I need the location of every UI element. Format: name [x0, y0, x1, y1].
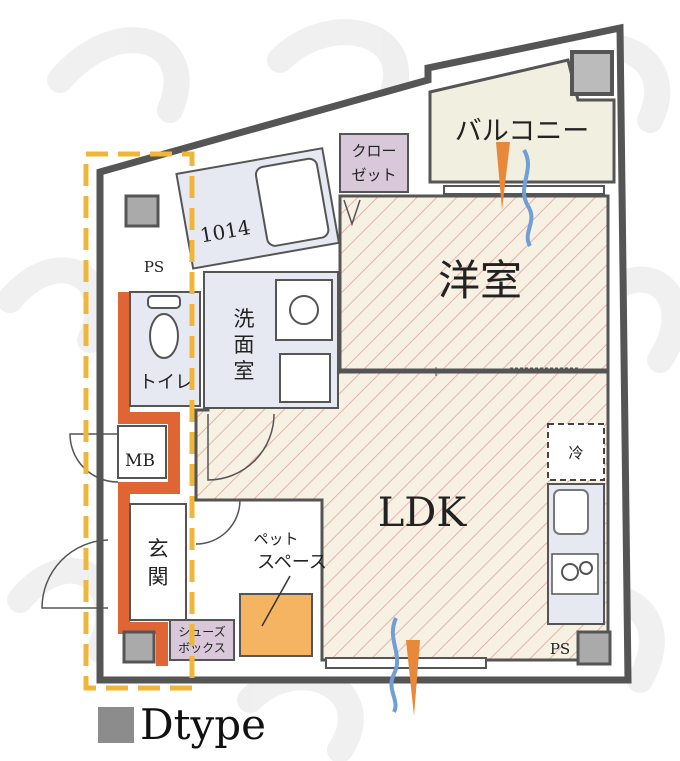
burner-icon [579, 561, 593, 575]
entrance-label-1: 玄 [148, 537, 169, 561]
ps-top-square [124, 194, 160, 228]
ldk-floor [194, 370, 610, 662]
closet [339, 133, 409, 193]
balcony [428, 58, 616, 184]
pet-space-label-1: ペット [253, 530, 298, 548]
burner-icon [561, 563, 579, 581]
legend-label: Dtype [140, 700, 267, 749]
mb-label: MB [125, 451, 155, 471]
ldk-window [325, 657, 487, 669]
pet-door-swing [195, 499, 241, 545]
highlight-frame [83, 151, 195, 691]
front-door-swing [41, 539, 109, 609]
ldk-label: LDK [378, 490, 468, 536]
bathtub-icon [254, 157, 330, 247]
pet-space-label-2: スペース [257, 552, 327, 573]
bathroom: 1014 [175, 147, 341, 270]
closet-label-2: ゼット [351, 166, 396, 184]
balcony-ps-square [570, 50, 614, 96]
ps-left-square [122, 630, 156, 664]
vent-blue-icon [389, 617, 400, 713]
pet-space-leader [261, 575, 291, 627]
ps-bottom-label: PS [550, 640, 570, 658]
washing-drum-icon [289, 295, 319, 325]
shoe-box [169, 619, 235, 661]
washing-machine-icon [275, 279, 333, 341]
orange-wall [118, 292, 180, 666]
shoe-box-label-1: シューズ [178, 624, 225, 639]
fridge-label: 冷 [568, 444, 583, 462]
ldk-door-swing [207, 413, 275, 481]
washroom-label-1: 洗 [234, 307, 255, 331]
vent-orange-icon [406, 640, 420, 716]
sink-icon [553, 489, 589, 535]
ps-top-label: PS [144, 258, 164, 276]
closet-label-1: クロー [351, 142, 396, 160]
stove-icon [551, 553, 599, 595]
fridge-space [547, 423, 605, 481]
entrance-label-2: 関 [148, 565, 169, 589]
vent-orange-icon [496, 142, 510, 210]
washroom-label-2: 面 [234, 333, 255, 357]
balcony-label: バルコニー [455, 116, 589, 147]
washroom-label-3: 室 [234, 359, 255, 383]
mb-door-swing [69, 433, 119, 483]
legend-swatch [98, 707, 134, 743]
ps-bottom-square [576, 630, 612, 666]
mb-box [117, 425, 167, 479]
vanity-icon [279, 353, 331, 403]
toilet-label: トイレ [139, 372, 193, 393]
toilet-tank-icon [147, 295, 181, 309]
pet-space [239, 593, 313, 657]
shoe-box-label-2: ボックス [178, 641, 226, 655]
type-legend: Dtype [98, 704, 266, 746]
center-cross: + [430, 364, 442, 380]
bedroom-label: 洋室 [438, 256, 522, 305]
toilet-icon [149, 313, 179, 359]
vent-blue-icon [522, 148, 534, 247]
closet-door-swing [343, 199, 361, 227]
entrance [129, 503, 187, 621]
